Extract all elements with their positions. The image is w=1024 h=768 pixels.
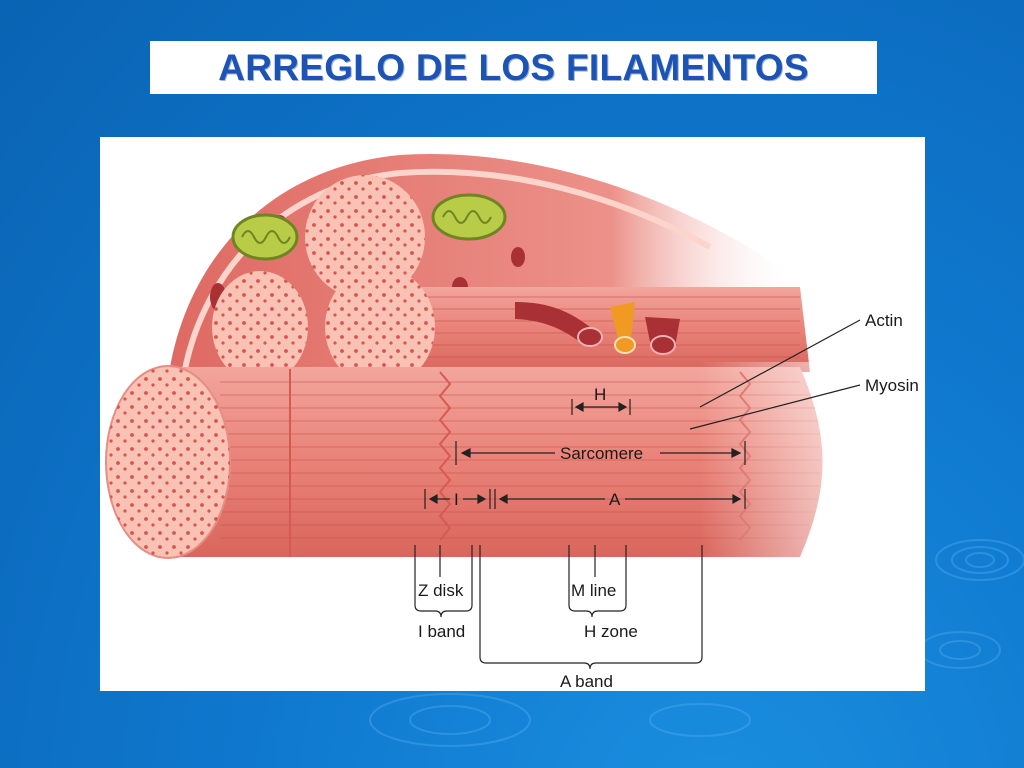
h-label: H bbox=[594, 385, 606, 404]
bottom-brackets bbox=[414, 545, 703, 670]
i-a-measure bbox=[424, 489, 746, 509]
myosin-label: Myosin bbox=[865, 376, 919, 395]
a-label: A bbox=[609, 490, 621, 509]
background-myofibrils bbox=[212, 175, 810, 387]
actin-leader-line bbox=[699, 319, 861, 408]
sarcomere-label: Sarcomere bbox=[560, 444, 643, 463]
main-myofibril bbox=[105, 362, 925, 562]
h-zone-label: H zone bbox=[584, 622, 638, 641]
m-line-label: M line bbox=[571, 581, 616, 600]
h-measure bbox=[571, 399, 631, 415]
myosin-leader-line bbox=[689, 384, 861, 430]
z-disk-label: Z disk bbox=[418, 581, 464, 600]
blood-vessels-and-nerve bbox=[515, 302, 680, 355]
sarcomere-measure bbox=[455, 441, 746, 465]
actin-label: Actin bbox=[865, 311, 903, 330]
mitochondria bbox=[231, 193, 507, 261]
i-label: I bbox=[454, 490, 459, 509]
title-box: ARREGLO DE LOS FILAMENTOS bbox=[150, 41, 877, 94]
a-band-label: A band bbox=[560, 672, 613, 691]
i-band-label: I band bbox=[418, 622, 465, 641]
slide-title: ARREGLO DE LOS FILAMENTOS bbox=[218, 46, 809, 88]
muscle-fiber-diagram: Actin Myosin H Sarcomere bbox=[105, 153, 925, 691]
muscle-diagram-panel: Actin Myosin H Sarcomere bbox=[100, 137, 925, 691]
